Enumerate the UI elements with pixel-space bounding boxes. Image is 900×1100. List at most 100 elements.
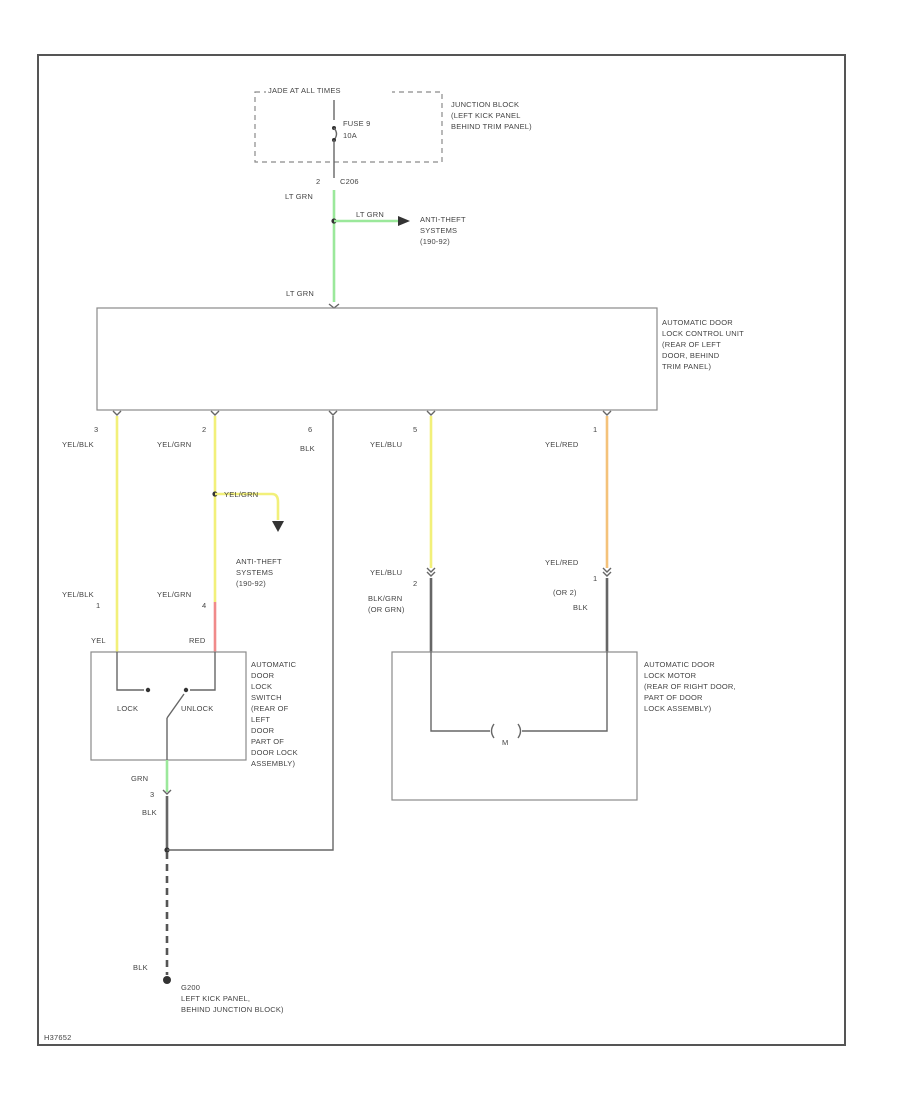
switch-color-left: YEL/BLK <box>62 590 94 599</box>
switch-lock-lead <box>116 652 144 691</box>
anti-theft-mid-line-3: (190-92) <box>236 579 266 588</box>
motor-label-5: LOCK ASSEMBLY) <box>644 704 712 713</box>
arrow-to-anti-theft-mid <box>272 521 284 532</box>
ground-location-2: BEHIND JUNCTION BLOCK) <box>181 1005 284 1014</box>
anti-theft-mid-line-1: ANTI-THEFT <box>236 557 282 566</box>
motor-label-2: LOCK MOTOR <box>644 671 697 680</box>
switch-label-6: LEFT <box>251 715 270 724</box>
motor-pin-right-mark <box>602 567 612 577</box>
motor-wire-left-line-2: (OR GRN) <box>368 605 405 614</box>
junction-block-label-1: JUNCTION BLOCK <box>451 100 519 109</box>
ground-location-1: LEFT KICK PANEL, <box>181 994 250 1003</box>
motor-brush-right <box>517 723 522 739</box>
switch-label-2: DOOR <box>251 671 275 680</box>
fuse-rating: 10A <box>343 131 357 140</box>
unlock-position-label: UNLOCK <box>181 704 213 713</box>
motor-pin-left-mark <box>426 567 436 577</box>
switch-color-right: YEL/GRN <box>157 590 191 599</box>
ground-point <box>163 976 171 984</box>
switch-wire-right-color: RED <box>189 636 206 645</box>
motor-label-1: AUTOMATIC DOOR <box>644 660 715 669</box>
control-unit-box <box>96 307 658 411</box>
pin-5-mark <box>426 410 436 416</box>
ground-connector-mark <box>162 789 172 795</box>
yel-grn-branch-wire <box>215 492 280 520</box>
door-lock-motor: M <box>391 651 638 801</box>
switch-label-10: ASSEMBLY) <box>251 759 295 768</box>
motor-symbol: M <box>502 738 508 747</box>
lt-grn-branch-label: LT GRN <box>356 210 384 219</box>
switch-label-5: (REAR OF <box>251 704 289 713</box>
unit-pin-top <box>328 303 340 309</box>
switch-wire-left-color: YEL <box>91 636 106 645</box>
pin-3-number: 3 <box>94 425 98 434</box>
junction-block-label-2: (LEFT KICK PANEL <box>451 111 521 120</box>
pin-6-blk-wire <box>167 416 334 851</box>
motor-color-right: YEL/RED <box>545 558 579 567</box>
pin-3-color: YEL/BLK <box>62 440 94 449</box>
pin-6-color: BLK <box>300 444 315 453</box>
control-unit-label-5: TRIM PANEL) <box>662 362 711 371</box>
switch-pin-right: 4 <box>202 601 206 610</box>
ground-id: G200 <box>181 983 200 992</box>
motor-label-4: PART OF DOOR <box>644 693 703 702</box>
header-mask <box>266 85 392 97</box>
anti-theft-top-line-3: (190-92) <box>420 237 450 246</box>
motor-lead-right <box>522 652 608 732</box>
ground-pin: 3 <box>150 790 154 799</box>
pin-2-mark <box>210 410 220 416</box>
blk-label: BLK <box>142 808 157 817</box>
switch-label-9: DOOR LOCK <box>251 748 298 757</box>
control-unit-label-2: LOCK CONTROL UNIT <box>662 329 744 338</box>
grn-label: GRN <box>131 774 148 783</box>
switch-label-8: PART OF <box>251 737 284 746</box>
anti-theft-mid-line-2: SYSTEMS <box>236 568 273 577</box>
pin-1-number: 1 <box>593 425 597 434</box>
motor-box <box>391 651 638 801</box>
switch-label-7: DOOR <box>251 726 275 735</box>
lt-grn-label-bottom: LT GRN <box>286 289 314 298</box>
anti-theft-top-line-2: SYSTEMS <box>420 226 457 235</box>
control-unit-label-3: (REAR OF LEFT <box>662 340 721 349</box>
pin-6-number: 6 <box>308 425 312 434</box>
switch-box <box>90 651 247 761</box>
switch-label-1: AUTOMATIC <box>251 660 297 669</box>
fuse-number: FUSE 9 <box>343 119 370 128</box>
lock-position-label: LOCK <box>117 704 138 713</box>
motor-pin-left: 2 <box>413 579 417 588</box>
pin-1-mark <box>602 410 612 416</box>
pin-6-mark <box>328 410 338 416</box>
lt-grn-label-top: LT GRN <box>285 192 313 201</box>
arrow-to-anti-theft <box>398 216 410 226</box>
motor-wire-left-line-1: BLK/GRN <box>368 594 402 603</box>
diagram-frame <box>37 54 846 1046</box>
c206-connector: C206 <box>340 177 359 186</box>
pin-2-number: 2 <box>202 425 206 434</box>
control-unit: AUTOMATIC DOOR LOCK CONTROL UNIT (REAR O… <box>96 307 744 411</box>
junction-block-label-3: BEHIND TRIM PANEL) <box>451 122 532 131</box>
control-unit-label-1: AUTOMATIC DOOR <box>662 318 733 327</box>
motor-wire-right-line-1: (OR 2) <box>553 588 577 597</box>
pin-5-number: 5 <box>413 425 417 434</box>
yel-grn-branch-label: YEL/GRN <box>224 490 258 499</box>
switch-pin-left: 1 <box>96 601 100 610</box>
motor-pin-right: 1 <box>593 574 597 583</box>
motor-brush-left <box>490 723 495 739</box>
ground-blk-bottom: BLK <box>133 963 148 972</box>
motor-label-3: (REAR OF RIGHT DOOR, <box>644 682 736 691</box>
motor-lead-left <box>430 652 490 732</box>
diagram-code: H37652 <box>44 1033 71 1042</box>
switch-unlock-contact <box>183 687 189 693</box>
junction-block: JADE AT ALL TIMES FUSE 9 10A JUNCTION BL… <box>254 85 532 163</box>
c206-pin: 2 <box>316 177 320 186</box>
door-lock-switch: LOCK UNLOCK <box>90 651 247 761</box>
pin-3-mark <box>112 410 122 416</box>
switch-label-4: SWITCH <box>251 693 282 702</box>
switch-lock-contact <box>145 687 151 693</box>
switch-label-3: LOCK <box>251 682 272 691</box>
motor-color-left: YEL/BLU <box>370 568 402 577</box>
pin-1-color: YEL/RED <box>545 440 579 449</box>
pin-2-color: YEL/GRN <box>157 440 191 449</box>
motor-wire-right-line-2: BLK <box>573 603 588 612</box>
pin-5-color: YEL/BLU <box>370 440 402 449</box>
